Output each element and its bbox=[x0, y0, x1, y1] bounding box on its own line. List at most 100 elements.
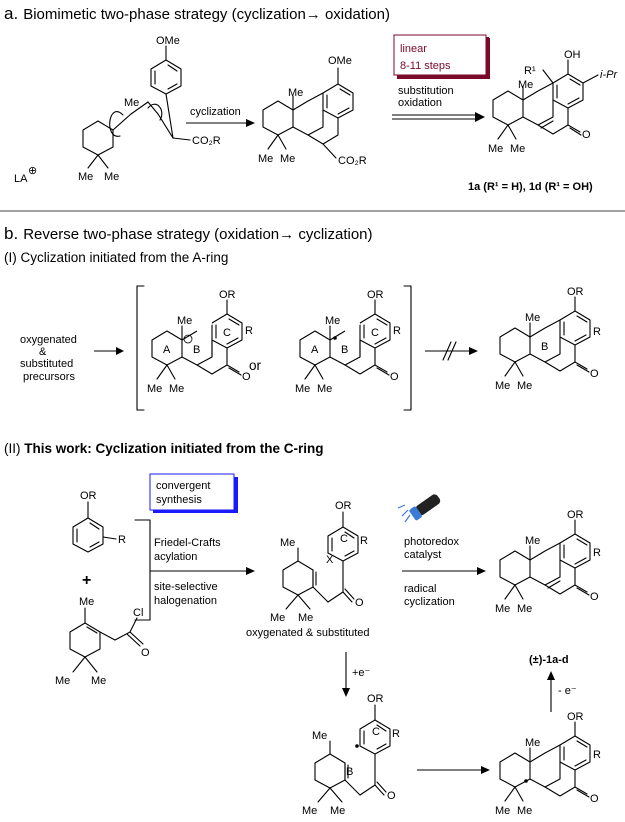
part1-product: OR Me R O Me Me B bbox=[495, 286, 601, 392]
substitution-label: substitution bbox=[398, 85, 454, 97]
photoredox-line-1: photoredox bbox=[404, 536, 460, 548]
step2-line-1: site-selective bbox=[154, 581, 218, 593]
ketone-o-label: O bbox=[355, 597, 364, 609]
cyclization-reagent: cyclization bbox=[190, 106, 241, 118]
part2-title: This work: Cyclization initiated from th… bbox=[24, 441, 323, 456]
part2-prefix: (II) bbox=[4, 441, 24, 456]
or-label: OR bbox=[80, 490, 97, 502]
precursor-line-3: substituted bbox=[20, 358, 73, 370]
bracket-right bbox=[403, 285, 412, 411]
ketone-o-label: O bbox=[390, 371, 399, 383]
radical-line-2: cyclization bbox=[404, 596, 455, 608]
me-label: Me bbox=[525, 737, 540, 749]
or-label: OR bbox=[567, 509, 584, 521]
polyene-substrate: Me LA ⊕ Me Me CO₂R OMe bbox=[14, 35, 221, 185]
ring-b-label: B bbox=[346, 766, 353, 778]
me-label: Me bbox=[317, 383, 332, 395]
ring-b-label: B bbox=[541, 341, 548, 353]
ketone-o-label: O bbox=[387, 790, 396, 802]
me-label: Me bbox=[79, 596, 94, 608]
radical-dot bbox=[355, 744, 359, 748]
ring-a-label: A bbox=[311, 344, 319, 356]
linear-label: linear bbox=[400, 43, 427, 55]
svg-text:(II) This work: Cyclization in: (II) This work: Cyclization initiated fr… bbox=[4, 441, 324, 456]
methoxy-label: OMe bbox=[328, 55, 352, 67]
compound-labels: 1a (R¹ = H), 1d (R¹ = OH) bbox=[468, 181, 593, 193]
ring-c-label: C bbox=[340, 533, 348, 545]
linear-steps-box bbox=[393, 34, 487, 76]
svg-text:a.Biomimetic two-phase strateg: a. Biomimetic two-phase strategy (cycliza… bbox=[4, 4, 390, 23]
step1-line-2: acylation bbox=[154, 551, 197, 563]
cl-label: Cl bbox=[133, 607, 143, 619]
me-label: Me bbox=[55, 675, 70, 687]
ester-label: CO₂R bbox=[338, 155, 367, 167]
me-label: Me bbox=[270, 612, 285, 624]
me-label: Me bbox=[517, 380, 532, 392]
me-label: Me bbox=[295, 383, 310, 395]
step1-line-1: Friedel-Crafts bbox=[154, 537, 221, 549]
r-label: R bbox=[393, 325, 401, 337]
convergent-synthesis-box bbox=[149, 473, 235, 511]
me-label: Me bbox=[488, 143, 503, 155]
o-label: O bbox=[141, 647, 150, 659]
panel-a-letter: a. bbox=[4, 4, 18, 23]
r-label: R bbox=[593, 547, 601, 559]
ring-c-label: C bbox=[371, 327, 379, 339]
halogenated-substrate: OR R X O Me Me Me C bbox=[270, 500, 368, 624]
me-label: Me bbox=[525, 535, 540, 547]
me-label: Me bbox=[325, 315, 340, 327]
radical-line-1: radical bbox=[404, 583, 436, 595]
me-label: Me bbox=[169, 383, 184, 395]
me-label: Me bbox=[288, 87, 303, 99]
me-label: Me bbox=[104, 171, 119, 183]
ring-b-label: B bbox=[341, 344, 348, 356]
me-label: Me bbox=[495, 805, 510, 817]
radical-intermediate: OR Me R O Me Me A B C bbox=[295, 289, 401, 395]
radical-dot bbox=[524, 779, 528, 783]
hydroxyl-label: OH bbox=[564, 49, 581, 61]
acid-chloride: Me Me Me Cl O bbox=[55, 596, 150, 687]
me-label: Me bbox=[312, 730, 327, 742]
flashlight-icon bbox=[397, 494, 441, 523]
convergent-line-2: synthesis bbox=[156, 494, 202, 506]
cation-intermediate: OR Me R O Me Me A B C bbox=[147, 289, 253, 395]
r-label: R bbox=[245, 325, 253, 337]
step2-line-2: halogenation bbox=[154, 595, 217, 607]
me-label: Me bbox=[258, 153, 273, 165]
or-label: OR bbox=[367, 289, 384, 301]
r-label: R bbox=[360, 535, 368, 547]
me-label: Me bbox=[147, 383, 162, 395]
me-label: Me bbox=[280, 153, 295, 165]
oxidation-label: oxidation bbox=[398, 97, 442, 109]
radical-dot bbox=[333, 336, 337, 340]
ester-label: CO₂R bbox=[192, 135, 221, 147]
me-label: Me bbox=[517, 603, 532, 615]
r1-label: R¹ bbox=[524, 65, 536, 77]
plus-electron-label: +e⁻ bbox=[352, 667, 371, 679]
ring-b-label: B bbox=[193, 344, 200, 356]
ketone-o-label: O bbox=[582, 129, 591, 141]
methoxy-label: OMe bbox=[156, 35, 180, 47]
panel-a-title: Biomimetic two-phase strategy (cyclizati… bbox=[23, 6, 390, 23]
r-label: R bbox=[593, 326, 601, 338]
me-label: Me bbox=[525, 312, 540, 324]
or-label: OR bbox=[219, 289, 236, 301]
aryl-radical-intermediate: OR R O Me Me Me B C bbox=[302, 693, 400, 817]
lewis-acid-label: LA bbox=[14, 173, 28, 185]
product-label: (±)-1a-d bbox=[529, 654, 569, 666]
or-label: OR bbox=[567, 711, 584, 723]
or-label: OR bbox=[367, 693, 384, 705]
plus-charge: ⊕ bbox=[28, 165, 37, 177]
ketone-o-label: O bbox=[590, 591, 599, 603]
me-label: Me bbox=[124, 97, 139, 109]
me-label: Me bbox=[510, 143, 525, 155]
oxygenated-substituted-label: oxygenated & substituted bbox=[246, 627, 370, 639]
svg-text:b.Reverse two-phase strategy (: b.Reverse two-phase strategy (oxidation→… bbox=[4, 224, 373, 243]
ring-c-label: C bbox=[372, 726, 380, 738]
me-label: Me bbox=[495, 380, 510, 392]
convergent-line-1: convergent bbox=[156, 480, 210, 492]
ring-c-label: C bbox=[223, 327, 231, 339]
precursor-line-2: & bbox=[39, 346, 47, 358]
part1-title: (I) Cyclization initiated from the A-rin… bbox=[4, 250, 228, 265]
